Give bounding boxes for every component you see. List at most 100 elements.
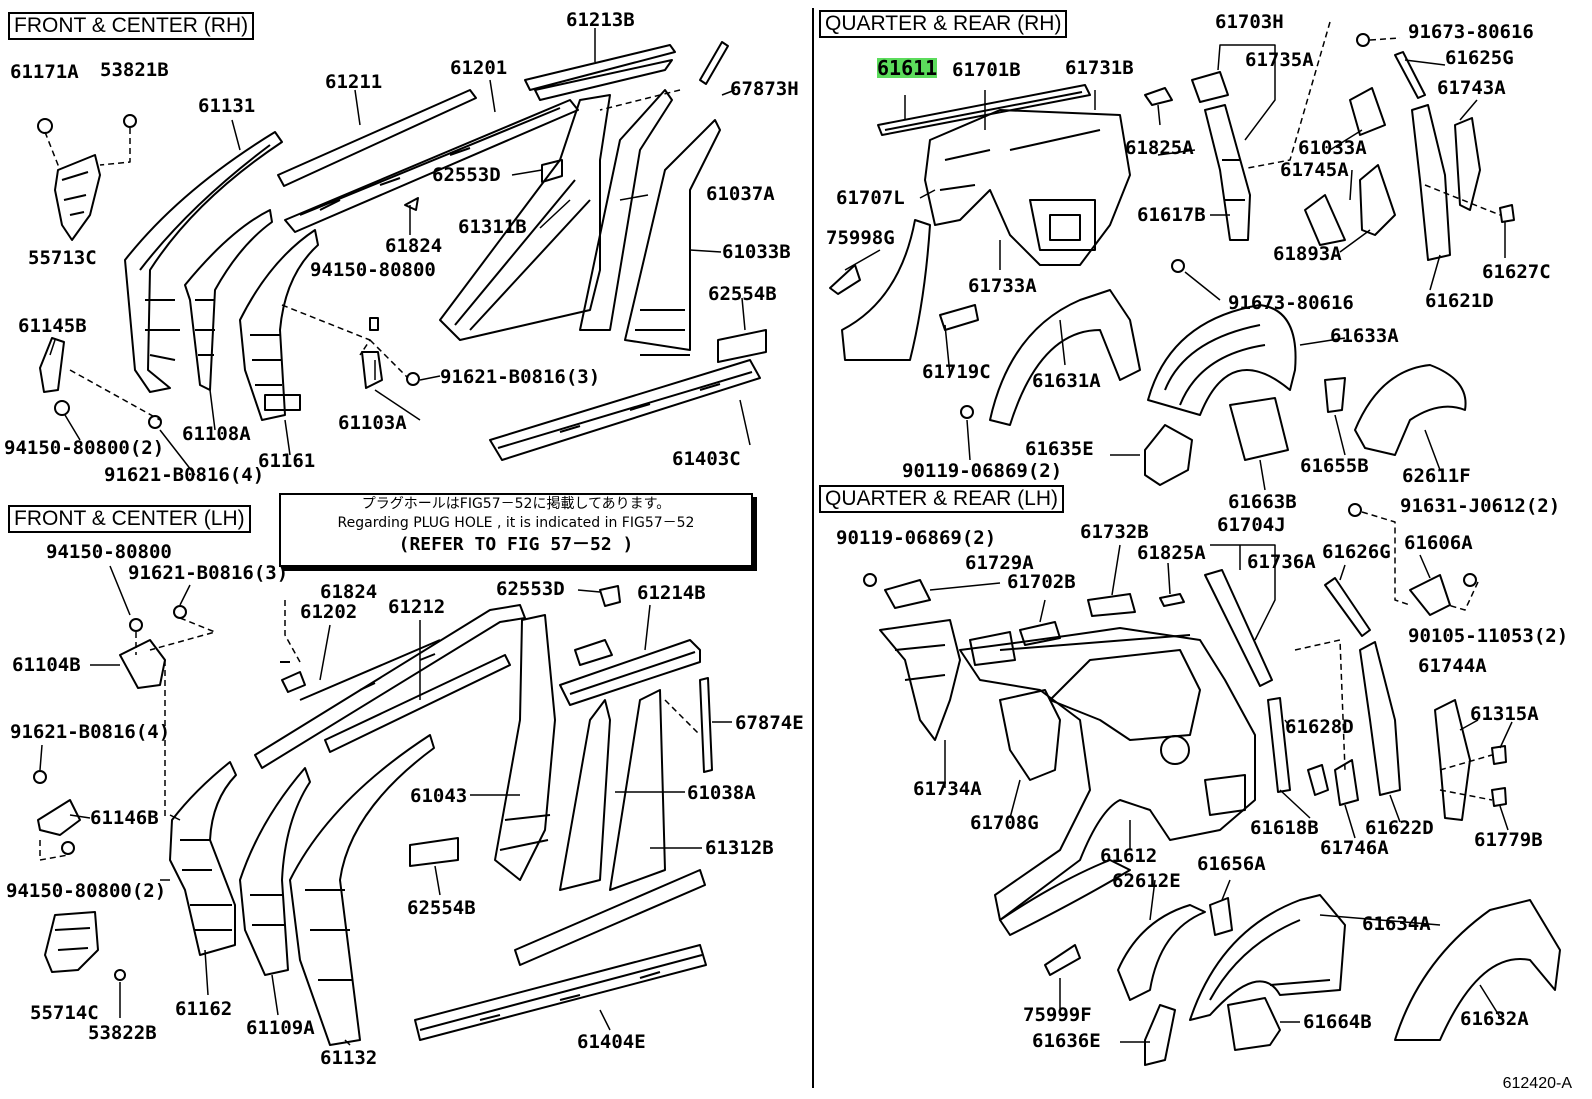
part-label[interactable]: 61744A — [1418, 655, 1487, 677]
part-label[interactable]: 61037A — [706, 183, 775, 205]
part-label[interactable]: 61732B — [1080, 521, 1149, 543]
part-label[interactable]: 61043 — [410, 785, 468, 807]
part-label[interactable]: 94150-80800(2) — [4, 437, 165, 459]
part-label[interactable]: 62553D — [496, 578, 565, 600]
part-label[interactable]: 62554B — [708, 283, 777, 305]
part-label[interactable]: 61893A — [1273, 243, 1342, 265]
part-label[interactable]: 61627C — [1482, 261, 1551, 283]
part-label[interactable]: 61617B — [1137, 204, 1206, 226]
part-label[interactable]: 61628D — [1285, 716, 1354, 738]
part-label[interactable]: 61704J — [1217, 514, 1286, 536]
part-label[interactable]: 61161 — [258, 450, 316, 472]
part-label[interactable]: 61626G — [1322, 541, 1391, 563]
part-label[interactable]: 55713C — [28, 247, 97, 269]
part-label[interactable]: 61171A — [10, 61, 79, 83]
part-label[interactable]: 61825A — [1125, 137, 1194, 159]
part-label[interactable]: 62611F — [1402, 465, 1471, 487]
part-label[interactable]: 61108A — [182, 423, 251, 445]
part-label[interactable]: 94150-80800 — [46, 541, 172, 563]
part-label[interactable]: 61719C — [922, 361, 991, 383]
part-label[interactable]: 61312B — [705, 837, 774, 859]
part-label[interactable]: 61655B — [1300, 455, 1369, 477]
part-label[interactable]: 61625G — [1445, 47, 1514, 69]
part-label[interactable]: 61622D — [1365, 817, 1434, 839]
part-label[interactable]: 61103A — [338, 412, 407, 434]
part-label[interactable]: 61708G — [970, 812, 1039, 834]
part-label[interactable]: 61109A — [246, 1017, 315, 1039]
part-label[interactable]: 90105-11053(2) — [1408, 625, 1569, 647]
part-label[interactable]: 91621-B0816(4) — [104, 464, 265, 486]
part-label[interactable]: 61633A — [1330, 325, 1399, 347]
part-label[interactable]: 61731B — [1065, 57, 1134, 79]
part-label[interactable]: 94150-80800 — [310, 259, 436, 281]
note-reference-link[interactable]: (REFER TO FIG 57－52 ) — [398, 534, 634, 555]
part-label[interactable]: 61104B — [12, 654, 81, 676]
part-label[interactable]: 61618B — [1250, 817, 1319, 839]
part-label[interactable]: 61746A — [1320, 837, 1389, 859]
part-label[interactable]: 61212 — [388, 596, 446, 618]
part-label[interactable]: 61735A — [1245, 49, 1314, 71]
part-label[interactable]: 61743A — [1437, 77, 1506, 99]
part-label[interactable]: 61734A — [913, 778, 982, 800]
part-label[interactable]: 62612E — [1112, 870, 1181, 892]
part-label[interactable]: 61033A — [1298, 137, 1367, 159]
part-label[interactable]: 61745A — [1280, 159, 1349, 181]
part-label[interactable]: 61631A — [1032, 370, 1101, 392]
part-label[interactable]: 61825A — [1137, 542, 1206, 564]
part-label[interactable]: 61201 — [450, 57, 508, 79]
part-label[interactable]: 67873H — [730, 78, 799, 100]
part-label[interactable]: 61663B — [1228, 491, 1297, 513]
part-label[interactable]: 61635E — [1025, 438, 1094, 460]
part-label[interactable]: 53821B — [100, 59, 169, 81]
part-label[interactable]: 61824 — [385, 235, 443, 257]
part-label[interactable]: 61131 — [198, 95, 256, 117]
part-label[interactable]: 75999F — [1023, 1004, 1092, 1026]
part-label[interactable]: 61656A — [1197, 853, 1266, 875]
part-label[interactable]: 91673-80616 — [1228, 292, 1354, 314]
part-label[interactable]: 67874E — [735, 712, 804, 734]
part-label[interactable]: 91621-B0816(3) — [128, 562, 289, 584]
part-label[interactable]: 61733A — [968, 275, 1037, 297]
part-label[interactable]: 61033B — [722, 241, 791, 263]
part-label[interactable]: 61824 — [320, 581, 378, 603]
part-label[interactable]: 61702B — [1007, 571, 1076, 593]
part-label[interactable]: 61736A — [1247, 551, 1316, 573]
part-label[interactable]: 61634A — [1362, 913, 1431, 935]
part-label[interactable]: 61621D — [1425, 290, 1494, 312]
part-label[interactable]: 61707L — [836, 187, 905, 209]
part-label[interactable]: 61636E — [1032, 1030, 1101, 1052]
part-label[interactable]: 53822B — [88, 1022, 157, 1044]
part-label[interactable]: 55714C — [30, 1002, 99, 1024]
part-label[interactable]: 61214B — [637, 582, 706, 604]
part-label[interactable]: 61404E — [577, 1031, 646, 1053]
part-label[interactable]: 91673-80616 — [1408, 21, 1534, 43]
part-label[interactable]: 61729A — [965, 552, 1034, 574]
part-label[interactable]: 61311B — [458, 216, 527, 238]
part-label[interactable]: 61146B — [90, 807, 159, 829]
part-label[interactable]: 61202 — [300, 601, 358, 623]
part-label-highlighted[interactable]: 61611 — [877, 56, 938, 80]
part-label[interactable]: 91621-B0816(3) — [440, 366, 601, 388]
part-label[interactable]: 61664B — [1303, 1011, 1372, 1033]
part-label[interactable]: 90119-06869(2) — [836, 527, 997, 549]
part-label[interactable]: 61162 — [175, 998, 233, 1020]
part-label[interactable]: 91631-J0612(2) — [1400, 495, 1561, 517]
part-label[interactable]: 61779B — [1474, 829, 1543, 851]
part-label[interactable]: 61211 — [325, 71, 383, 93]
part-label[interactable]: 61703H — [1215, 11, 1284, 33]
part-label[interactable]: 94150-80800(2) — [6, 880, 167, 902]
part-label[interactable]: 61315A — [1470, 703, 1539, 725]
part-label[interactable]: 61145B — [18, 315, 87, 337]
part-label[interactable]: 61403C — [672, 448, 741, 470]
part-label[interactable]: 61213B — [566, 9, 635, 31]
part-label[interactable]: 75998G — [826, 227, 895, 249]
part-label[interactable]: 61701B — [952, 59, 1021, 81]
part-label[interactable]: 91621-B0816(4) — [10, 721, 171, 743]
part-label[interactable]: 61038A — [687, 782, 756, 804]
part-label[interactable]: 62554B — [407, 897, 476, 919]
part-label[interactable]: 90119-06869(2) — [902, 460, 1063, 482]
part-label[interactable]: 62553D — [432, 164, 501, 186]
part-label[interactable]: 61612 — [1100, 845, 1158, 867]
part-label[interactable]: 61606A — [1404, 532, 1473, 554]
part-label[interactable]: 61132 — [320, 1047, 378, 1069]
